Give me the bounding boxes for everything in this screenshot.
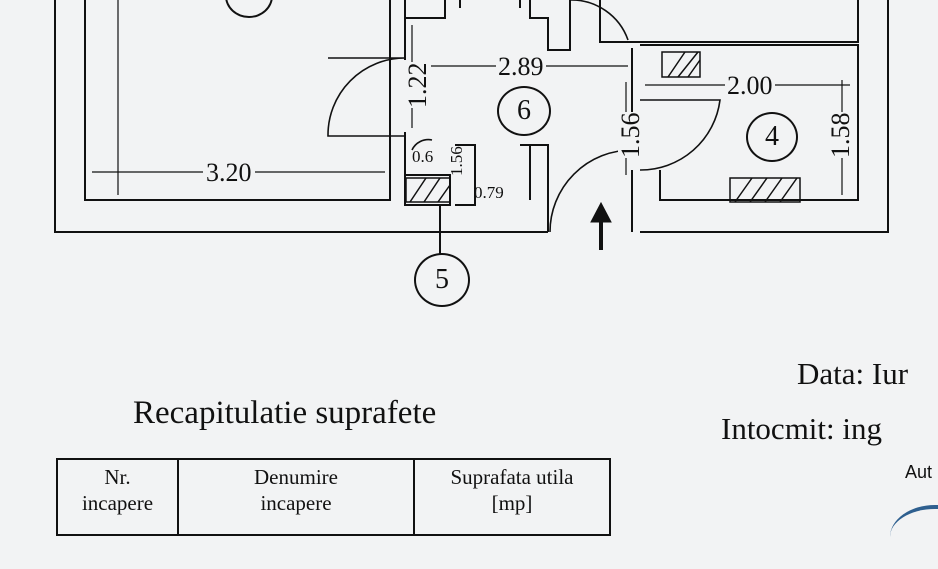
dim-0-6: 0.6	[412, 147, 434, 166]
dim-1-56-small: 1.56	[447, 146, 466, 176]
authorization-line: Aut	[905, 462, 933, 482]
dimension-lines	[92, 0, 850, 195]
summary-title: Recapitulatie suprafete	[133, 395, 437, 431]
dim-2-00: 2.00	[725, 71, 775, 100]
doors	[327, 0, 721, 233]
room-number-6: 6	[497, 86, 551, 136]
wall-corridor-bottom	[520, 144, 549, 232]
wall-partition	[455, 144, 476, 206]
wall-left-room	[54, 0, 548, 233]
dim-3-20: 3.20	[203, 160, 255, 186]
dim-0-79: 0.79	[474, 183, 504, 202]
arrow-up-icon	[590, 201, 612, 250]
wall-room4	[640, 44, 859, 201]
dim-1-58: 1.58	[826, 112, 855, 158]
hatch-block-room4-top	[661, 51, 701, 78]
door-top	[570, 0, 629, 41]
wall-top-right	[599, 0, 859, 43]
room-number-5: 5	[414, 253, 470, 307]
header-denumire: Denumire incapere	[177, 458, 415, 536]
wall-left-room-inner	[84, 0, 391, 201]
stamp-edge	[890, 505, 938, 569]
door-entrance	[549, 149, 633, 233]
door-room4	[639, 99, 721, 171]
wall-room5	[404, 174, 451, 206]
dim-1-22: 1.22	[403, 62, 432, 108]
header-suprafata: Suprafata utila [mp]	[413, 458, 611, 536]
dim-2-89: 2.89	[496, 52, 546, 81]
room-number-4: 4	[746, 112, 798, 162]
date-line: Data: Iur	[797, 356, 909, 391]
prepared-by-line: Intocmit: ing	[721, 411, 883, 446]
header-nr: Nr. incapere	[56, 458, 179, 536]
wall-corridor-top	[405, 0, 571, 51]
floor-plan	[54, 0, 889, 255]
summary-header-row: Nr. incapere Denumire incapere Suprafata…	[56, 458, 611, 536]
door-left-room	[327, 57, 406, 137]
hatched-blocks	[405, 51, 801, 203]
door-room5	[411, 138, 433, 151]
wall-room4-outer	[640, 0, 889, 233]
hatch-block-room5	[405, 177, 451, 203]
summary-table: Nr. incapere Denumire incapere Suprafata…	[56, 458, 611, 536]
dim-1-56: 1.56	[616, 112, 645, 158]
